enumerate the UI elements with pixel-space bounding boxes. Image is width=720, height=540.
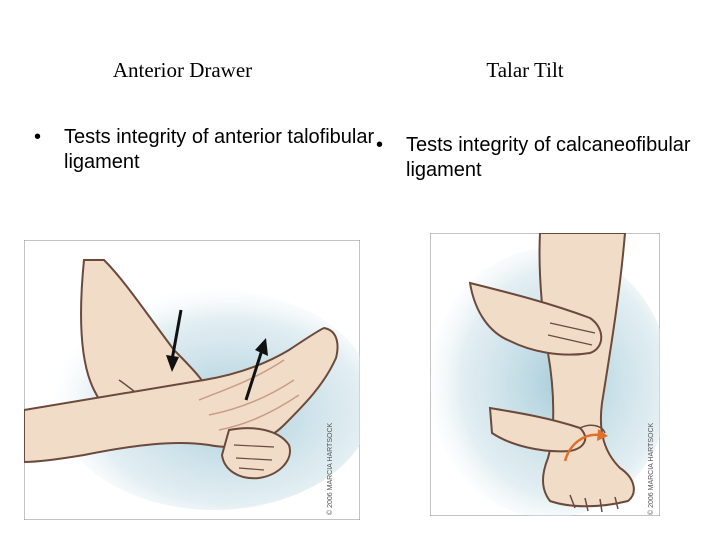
- bullet-icon: •: [34, 126, 42, 148]
- anterior-drawer-illustration: [24, 240, 360, 520]
- downward-arrow-icon: [166, 309, 183, 372]
- talar-tilt-bullet-text: Tests integrity of calcaneofibular ligam…: [406, 134, 691, 181]
- anterior-drawer-bullet: •Tests integrity of anterior talofibular…: [34, 125, 384, 175]
- upward-arrow-icon: [244, 338, 268, 401]
- talar-tilt-bullet: • Tests integrity of calcaneofibular liga…: [376, 133, 720, 183]
- talar-tilt-title: Talar Tilt: [486, 58, 564, 82]
- bullet-icon: •: [376, 134, 384, 156]
- rotation-arrow-icon: [563, 429, 608, 462]
- anterior-drawer-title: Anterior Drawer: [112, 58, 253, 82]
- anterior-drawer-bullet-text: Tests integrity of anterior talofibular …: [64, 126, 375, 173]
- illustration-credit-left: © 2006 MARCIA HARTSOCK: [327, 422, 334, 515]
- illustration-credit-right: © 2006 MARCIA HARTSOCK: [648, 422, 655, 515]
- talar-tilt-illustration: [430, 233, 660, 516]
